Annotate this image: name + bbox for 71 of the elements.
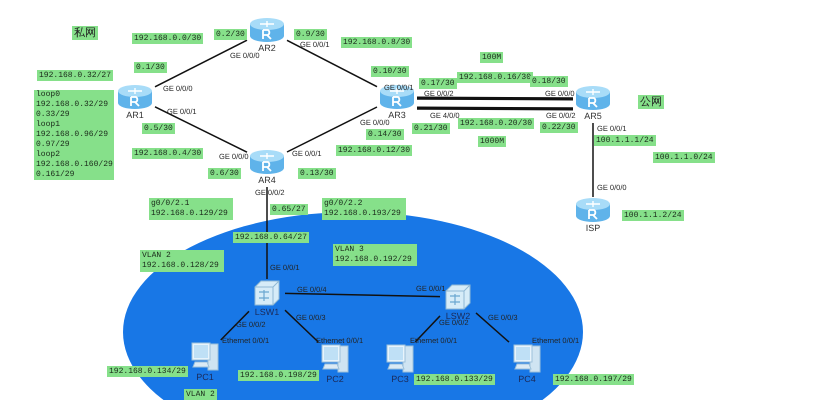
address-label: 192.168.0.198/29 [238, 370, 319, 381]
device-name: LSW1 [254, 307, 280, 318]
address-label: loop1 [34, 120, 114, 130]
address-label: 0.14/30 [366, 129, 404, 140]
address-label: loop2 [34, 150, 114, 160]
device-name: PC2 [326, 374, 344, 385]
network-link [286, 40, 378, 88]
address-label: 0.6/30 [208, 168, 241, 179]
device-name: PC3 [391, 374, 409, 385]
device-name: PC1 [196, 372, 214, 383]
zone-label: 私网 [72, 26, 98, 40]
network-link [414, 315, 441, 343]
address-label: 0.65/27 [270, 204, 308, 215]
network-link [417, 106, 573, 110]
address-label: 100.1.1.0/24 [653, 152, 715, 163]
device-name: PC4 [518, 374, 536, 385]
address-label: 0.1/30 [134, 62, 167, 73]
address-label: 1000M [478, 136, 506, 147]
address-label: 0.22/30 [540, 122, 578, 133]
address-label: 192.168.0.96/29 [34, 130, 114, 140]
address-label: 192.168.0.16/30 [457, 72, 534, 83]
device-name: AR2 [258, 43, 276, 53]
address-label: VLAN 2 192.168.0.128/29 [140, 250, 224, 272]
network-link [286, 106, 378, 153]
address-label: 0.161/29 [34, 170, 114, 180]
device-name: AR1 [126, 110, 144, 121]
device-name: AR3 [388, 110, 406, 120]
network-link [592, 123, 594, 197]
address-label: 100.1.1.2/24 [622, 210, 684, 221]
address-label: g0/0/2.2 192.168.0.193/29 [322, 198, 406, 220]
address-label: VLAN 3 192.168.0.192/29 [333, 244, 417, 266]
address-label: 192.168.0.160/29 [34, 160, 114, 170]
network-link [417, 96, 573, 100]
address-label: 192.168.0.134/29 [107, 366, 188, 377]
address-label: 0.5/30 [142, 123, 175, 134]
device-name: ISP [586, 223, 600, 234]
address-label: 192.168.0.197/29 [553, 374, 634, 385]
address-label: 0.9/30 [294, 29, 327, 40]
zone-label: 公网 [638, 95, 664, 109]
address-label: 192.168.0.32/29 [34, 100, 114, 110]
address-label: 0.17/30 [419, 78, 457, 89]
network-link [154, 106, 248, 153]
address-label: 0.2/30 [214, 29, 247, 40]
address-label: VLAN 2 [184, 389, 217, 400]
device-name: AR5 [584, 111, 602, 122]
address-label: 0.97/29 [34, 140, 114, 150]
address-label: 192.168.0.0/30 [132, 33, 204, 44]
address-label: 192.168.0.32/27 [37, 70, 114, 81]
device-name: LSW2 [446, 311, 470, 321]
address-label: 0.13/30 [298, 168, 336, 179]
network-link [266, 187, 268, 279]
network-link [284, 292, 440, 298]
address-label: 192.168.0.64/27 [233, 232, 310, 243]
address-label: loop0 [34, 90, 114, 100]
address-label: 192.168.0.8/30 [341, 37, 412, 48]
network-link [476, 312, 510, 343]
address-label: g0/0/2.1 192.168.0.129/29 [149, 198, 233, 220]
network-link [220, 310, 250, 341]
address-label: 0.33/29 [34, 110, 114, 120]
address-label: 192.168.0.20/30 [458, 118, 534, 129]
address-label: 0.10/30 [371, 66, 409, 77]
address-label: 192.168.0.4/30 [132, 148, 204, 159]
address-label: 0.21/30 [412, 123, 450, 134]
device-name: AR4 [258, 175, 276, 186]
address-label: 100M [480, 52, 504, 63]
address-label: 0.18/30 [530, 76, 568, 87]
address-label: 100.1.1.1/24 [594, 135, 656, 146]
network-link [284, 310, 319, 343]
address-label: 192.168.0.133/29 [414, 374, 495, 385]
network-link [154, 39, 248, 88]
address-label: 192.168.0.12/30 [336, 145, 412, 156]
